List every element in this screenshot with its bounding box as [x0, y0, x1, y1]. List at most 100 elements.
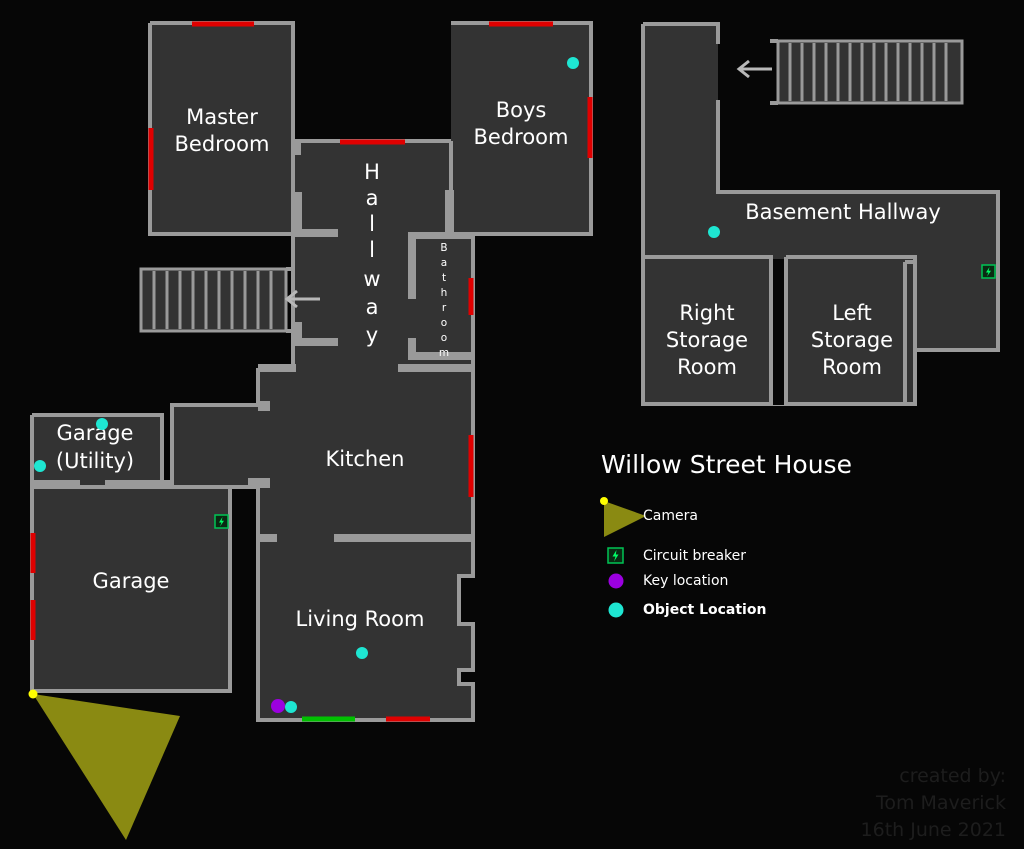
wall-stub-master-door-jamb	[293, 141, 301, 155]
garage-floor	[32, 487, 230, 691]
legend-label-key-location: Key location	[643, 573, 728, 589]
label-master-bedroom-line2: Bedroom	[175, 132, 270, 156]
legend-item-camera[interactable]: Camera	[600, 497, 698, 537]
label-boys-bedroom-line2: Bedroom	[474, 125, 569, 149]
interior-wall-stubs	[32, 141, 474, 542]
wall-stub-kitchen-notch2	[248, 478, 270, 488]
upper-stairs-steps	[152, 271, 273, 329]
basement-stairs-steps	[788, 43, 948, 101]
label-bathroom-letter-2: t	[442, 272, 446, 284]
basement-stairs-landing	[770, 39, 778, 105]
label-bathroom-letter-1: a	[441, 257, 447, 269]
object-marker-living-room-1[interactable]	[356, 647, 368, 659]
upper-stairs-arrow-icon	[284, 289, 320, 309]
wall-stub-hall-left-upper	[293, 192, 302, 237]
label-bathroom-letter-3: h	[441, 287, 448, 299]
circuit-breaker-icon-basement[interactable]	[981, 264, 996, 279]
label-hallway-letter-4: w	[363, 267, 380, 291]
label-bathroom-letter-4: r	[442, 302, 447, 314]
circuit-breaker-icon	[607, 547, 624, 564]
wall-stub-kitchen-top-left	[258, 364, 296, 372]
basement-stairs-arrow-icon	[736, 59, 772, 79]
label-boys-bedroom-line1: Boys	[496, 98, 547, 122]
label-hallway-letter-6: y	[366, 323, 378, 347]
key-marker-living-room[interactable]	[271, 699, 285, 713]
camera-dot-icon	[600, 497, 608, 505]
basement-interior-blocks	[773, 259, 784, 405]
label-master-bedroom-line1: Master	[186, 105, 258, 129]
right-storage-floor	[643, 257, 771, 404]
label-hallway-letter-3: l	[369, 238, 375, 262]
storage-gap-block	[773, 259, 784, 405]
object-marker-boys-bedroom[interactable]	[567, 57, 579, 69]
legend-group: Willow Street House Camera Circuit break…	[600, 450, 852, 618]
label-left-storage-line1: Left	[832, 301, 872, 325]
object-dot-icon	[608, 602, 624, 618]
label-bathroom-letter-5: o	[441, 317, 447, 329]
label-right-storage-line3: Room	[677, 355, 737, 379]
credit-line-1: created by:	[899, 765, 1006, 787]
garage-utility-walls	[30, 413, 164, 487]
label-kitchen: Kitchen	[326, 447, 405, 471]
wall-stub-kitchen-top-right	[398, 364, 474, 372]
camera-dot-garage[interactable]	[28, 689, 38, 699]
wall-stub-hall-left-cross	[302, 229, 338, 237]
label-hallway-letter-5: a	[366, 295, 379, 319]
label-hallway: H a l l w a y	[363, 160, 380, 347]
camera-cone-icon	[604, 501, 646, 537]
key-dot-icon	[608, 573, 624, 589]
basement-stairs	[736, 39, 964, 105]
label-bathroom-letter-0: B	[440, 242, 447, 254]
wall-stub-bathroom-right-upper	[445, 190, 454, 235]
floor-fills	[32, 23, 591, 720]
label-garage-utility-line1: Garage	[57, 421, 134, 445]
legend-title: Willow Street House	[601, 450, 852, 479]
credit-line-3: 16th June 2021	[861, 819, 1006, 841]
kitchen-floor	[172, 368, 473, 720]
legend-label-camera: Camera	[643, 508, 698, 524]
wall-stub-kitchen-living-divider	[334, 534, 474, 542]
wall-stub-utility-bottom-right	[105, 480, 170, 488]
wall-stub-living-divider-left	[258, 534, 277, 542]
circuit-breaker-icon-garage[interactable]	[214, 514, 229, 529]
wall-stub-kitchen-notch	[258, 401, 270, 411]
object-marker-garage-utility-2[interactable]	[34, 460, 46, 472]
legend-label-object-location: Object Location	[643, 602, 766, 618]
legend-item-key-location[interactable]: Key location	[608, 573, 729, 589]
legend-item-object-location[interactable]: Object Location	[608, 602, 767, 618]
wall-stub-utility-bottom-left	[32, 480, 80, 488]
basement-stairs-body	[776, 39, 964, 105]
upper-windows	[30, 21, 593, 722]
legend-label-circuit-breaker: Circuit breaker	[643, 548, 746, 564]
left-storage-floor	[786, 257, 915, 404]
basement-fills	[643, 24, 998, 404]
object-marker-garage-utility-1[interactable]	[96, 418, 108, 430]
upper-stairs-landing	[286, 267, 293, 333]
wall-stub-bathroom-bottom	[408, 352, 473, 360]
legend-item-circuit-breaker[interactable]: Circuit breaker	[607, 547, 746, 564]
credit-line-2: Tom Maverick	[875, 792, 1006, 814]
label-bathroom: B a t h r o o m	[439, 242, 449, 359]
label-garage-utility-line2: (Utility)	[56, 449, 134, 473]
camera-cone-garage[interactable]	[33, 694, 180, 840]
room-labels: Master Bedroom Boys Bedroom H a l l w a …	[56, 98, 941, 631]
wall-stub-bathroom-left	[408, 232, 416, 299]
label-hallway-letter-0: H	[364, 160, 380, 184]
credits-group: created by: Tom Maverick 16th June 2021	[861, 765, 1006, 841]
basement-floor-group	[641, 22, 1000, 406]
object-marker-living-room-2[interactable]	[285, 701, 297, 713]
kitchen-living-walls	[170, 368, 475, 722]
label-bathroom-letter-6: o	[441, 332, 447, 344]
wall-stub-bathroom-top	[408, 232, 473, 239]
upper-stairs	[139, 267, 320, 333]
label-garage: Garage	[93, 569, 170, 593]
label-hallway-letter-2: l	[369, 212, 375, 236]
upper-floor-group	[30, 21, 593, 722]
object-marker-basement-hallway[interactable]	[708, 226, 720, 238]
label-living-room: Living Room	[296, 607, 425, 631]
markers-group	[28, 57, 996, 840]
label-hallway-letter-1: a	[366, 186, 379, 210]
label-left-storage-line2: Storage	[811, 328, 893, 352]
